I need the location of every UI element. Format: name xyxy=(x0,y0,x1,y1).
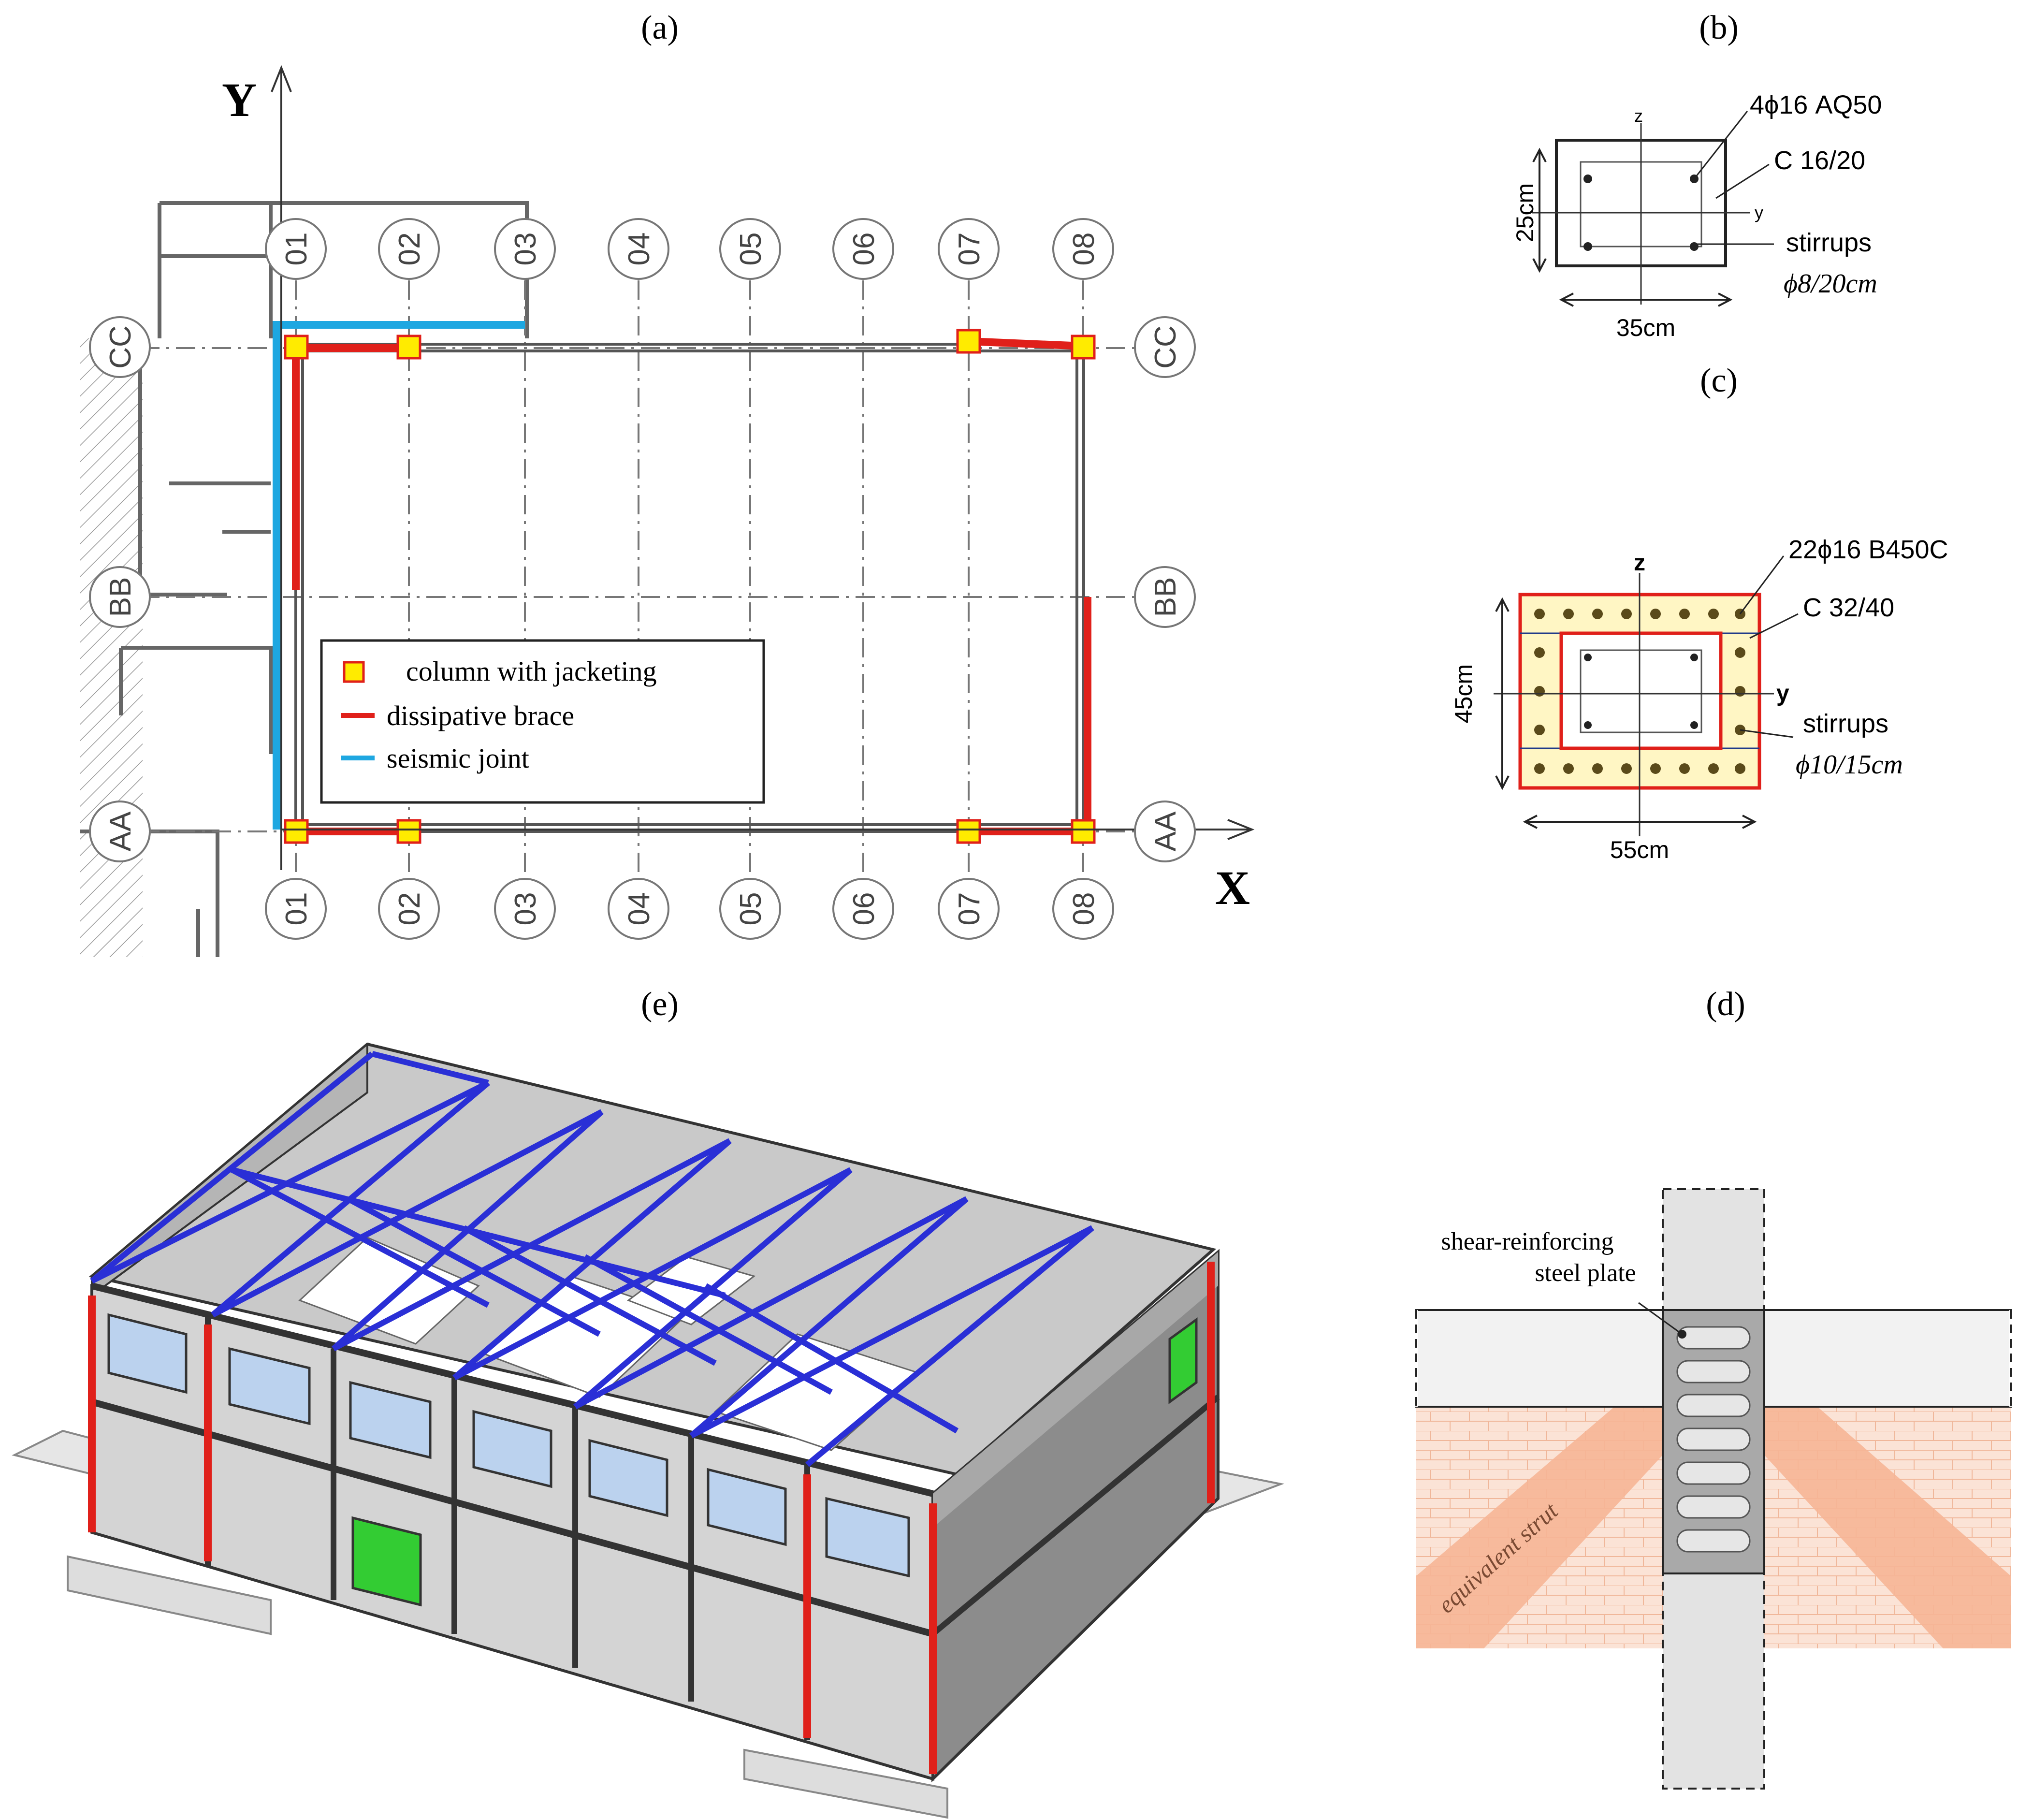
window xyxy=(707,1468,787,1546)
plate-slots xyxy=(1676,1326,1751,1553)
grid-label: 02 xyxy=(393,892,426,926)
floor-plan: (a) xyxy=(80,9,1255,957)
window xyxy=(825,1497,910,1578)
jacketed-column xyxy=(396,819,421,844)
stirrups-spec: ϕ8/20cm xyxy=(1784,269,1877,299)
panel-a-label: (a) xyxy=(641,9,679,46)
jacketed-column xyxy=(396,335,421,360)
jacketed-column xyxy=(956,329,981,354)
legend-label: dissipative brace xyxy=(387,700,574,731)
window xyxy=(588,1439,668,1517)
rebar-spec: 22ϕ16 B450C xyxy=(1788,535,1948,564)
grid-label: 03 xyxy=(509,892,542,926)
plate-label-line2: steel plate xyxy=(1535,1259,1636,1287)
grid-label: 07 xyxy=(953,892,986,926)
height-dim: 45cm xyxy=(1450,664,1477,723)
grid-label: 05 xyxy=(734,892,768,926)
panel-b: (b) z y 25cm 35cm 4ϕ16 AQ50 C 16/20 stir… xyxy=(1402,0,2033,358)
section-c: (c) z y 45cm 55cm 22ϕ16 B450C C 32/40 xyxy=(1450,362,1948,863)
jacketed-column xyxy=(956,819,981,844)
window xyxy=(107,1313,188,1394)
grid-label: 01 xyxy=(280,233,313,266)
grid-label: 06 xyxy=(847,892,881,926)
grid-label: 04 xyxy=(623,892,656,926)
roof-openings xyxy=(298,1237,920,1451)
grid-label: 08 xyxy=(1067,233,1101,266)
grid-label: 08 xyxy=(1067,892,1101,926)
grid-label: 03 xyxy=(509,233,542,266)
grid-label: 06 xyxy=(847,233,881,266)
strut-detail: (d) shear-reinforcing steel plate equiva… xyxy=(1415,986,2012,1790)
grid-bubbles-bottom: 01 02 03 04 05 06 07 08 xyxy=(265,878,1114,940)
x-axis-label: X xyxy=(1215,861,1250,915)
panel-e-label: (e) xyxy=(641,986,679,1023)
jacketed-columns xyxy=(284,329,1096,844)
window xyxy=(472,1410,552,1488)
door xyxy=(351,1516,422,1607)
window xyxy=(349,1381,432,1459)
jacketed-column xyxy=(284,335,309,360)
height-dim: 25cm xyxy=(1511,183,1539,242)
seismic-joint-line xyxy=(273,321,525,830)
windows xyxy=(107,1313,910,1578)
width-dim: 55cm xyxy=(1610,836,1669,863)
stirrups-label: stirrups xyxy=(1803,709,1888,738)
row-label: CC xyxy=(1149,325,1182,369)
legend: column with jacketing dissipative brace … xyxy=(320,639,765,804)
equivalent-strut-left xyxy=(1416,1407,1663,1648)
window xyxy=(228,1347,311,1426)
legend-label: column with jacketing xyxy=(406,655,657,687)
y-axis-label: y xyxy=(1755,203,1763,222)
panel-a: (a) xyxy=(0,0,1305,967)
grid-label: 04 xyxy=(623,233,656,266)
y-axis-label: y xyxy=(1776,681,1789,706)
grid-label: 02 xyxy=(393,233,426,266)
rebars xyxy=(1583,175,1699,251)
original-column xyxy=(1559,631,1723,750)
jacketed-column xyxy=(1071,335,1096,360)
row-bubbles-right: CC BB AA xyxy=(1134,316,1196,862)
z-axis-label: z xyxy=(1634,550,1645,576)
legend-swatch-jacket xyxy=(343,661,365,683)
panel-c: (c) z y 45cm 55cm 22ϕ16 B450C C 32/40 xyxy=(1402,358,2033,967)
grid-label: 01 xyxy=(280,892,313,926)
row-label: BB xyxy=(1149,577,1182,617)
panel-d: (d) shear-reinforcing steel plate equiva… xyxy=(1344,967,2033,1820)
row-label: CC xyxy=(104,325,137,369)
panel-e: (e) xyxy=(0,967,1344,1820)
jacketed-column xyxy=(1071,819,1096,844)
red-dissipative-braces xyxy=(88,1262,1215,1774)
panel-d-label: (d) xyxy=(1706,986,1745,1023)
grid-label: 05 xyxy=(734,233,768,266)
row-bubbles-left: CC BB AA xyxy=(89,316,151,862)
plate-label-line1: shear-reinforcing xyxy=(1441,1228,1614,1255)
rebar-spec: 4ϕ16 AQ50 xyxy=(1750,90,1882,119)
equivalent-strut-right xyxy=(1764,1407,2011,1648)
concrete-class: C 32/40 xyxy=(1803,593,1894,622)
row-label: BB xyxy=(104,577,137,617)
3d-model: (e) xyxy=(12,986,1285,1819)
y-axis-label: Y xyxy=(222,73,257,127)
grid-label: 07 xyxy=(953,233,986,266)
row-label: AA xyxy=(104,811,137,851)
section-b: (b) z y 25cm 35cm 4ϕ16 AQ50 C 16/20 stir… xyxy=(1511,9,1882,341)
stirrups-spec: ϕ10/15cm xyxy=(1796,750,1903,780)
legend-label: seismic joint xyxy=(387,743,529,774)
door xyxy=(1168,1317,1198,1404)
dissipative-braces xyxy=(292,337,1091,835)
jacketed-column xyxy=(284,819,309,844)
concrete-class: C 16/20 xyxy=(1774,146,1865,175)
panel-c-label: (c) xyxy=(1700,362,1738,399)
stirrups-label: stirrups xyxy=(1786,228,1872,257)
width-dim: 35cm xyxy=(1616,314,1675,341)
panel-b-label: (b) xyxy=(1699,9,1739,46)
grid-bubbles-top: 01 02 03 04 05 06 07 08 xyxy=(265,218,1114,280)
roof-x-bracing xyxy=(90,1051,1094,1467)
row-label: AA xyxy=(1149,811,1182,851)
z-axis-label: z xyxy=(1634,106,1643,126)
